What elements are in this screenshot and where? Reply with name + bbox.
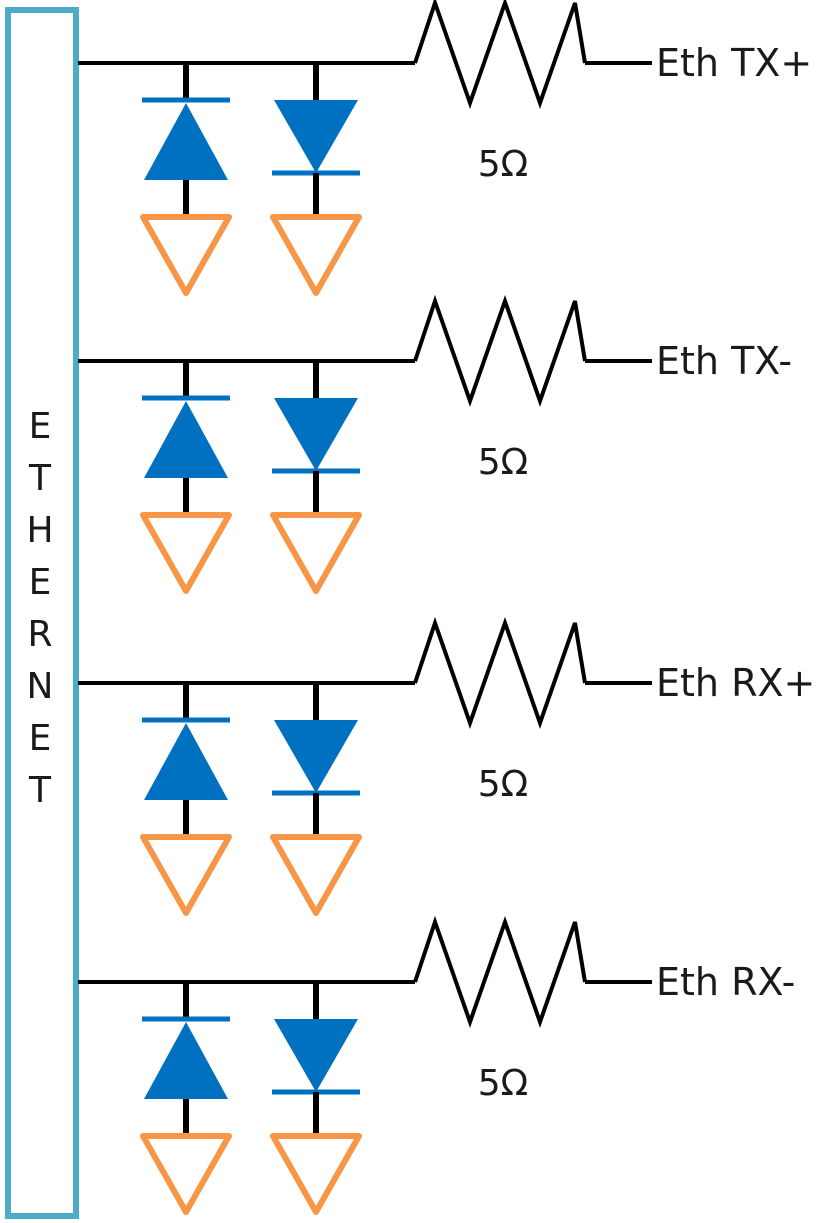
resistor-symbol (413, 294, 587, 408)
signal-label: Eth TX- (656, 339, 792, 383)
resistor-symbol (413, 915, 587, 1029)
diode-down-symbol (274, 398, 358, 471)
resistor-value: 5Ω (478, 764, 528, 805)
diode-up-symbol (144, 1022, 228, 1099)
ground-symbol (140, 512, 232, 594)
connector-letter: T (28, 458, 52, 499)
resistor-value: 5Ω (478, 442, 528, 483)
channels: Eth TX+ 5Ω Eth TX- 5Ω Eth RX+ 5Ω Eth RX- 5Ω (78, 0, 815, 1215)
ground-symbol (140, 214, 232, 296)
ground-symbol (140, 1133, 232, 1215)
ground-symbol (270, 214, 362, 296)
connector-letter: E (29, 718, 52, 759)
ground-symbol (140, 834, 232, 916)
connector-letter: H (26, 510, 53, 551)
resistor-value: 5Ω (478, 1063, 528, 1104)
diode-down-symbol (274, 1019, 358, 1092)
diode-up-symbol (144, 723, 228, 800)
diode-up-symbol (144, 401, 228, 478)
signal-label: Eth TX+ (656, 41, 812, 85)
ground-symbol (270, 1133, 362, 1215)
connector-letter: N (27, 666, 54, 707)
diode-up-symbol (144, 103, 228, 180)
connector-letter: E (29, 406, 52, 447)
connector-letter: T (28, 770, 52, 811)
ground-symbol (270, 512, 362, 594)
signal-label: Eth RX+ (656, 661, 815, 705)
diode-down-symbol (274, 100, 358, 173)
channel-group: Eth TX+ 5Ω (78, 0, 812, 296)
diode-down-symbol (274, 720, 358, 793)
resistor-symbol (413, 0, 587, 110)
ethernet-connector (5, 7, 79, 1219)
resistor-symbol (413, 616, 587, 730)
connector-letter: E (29, 562, 52, 603)
ground-symbol (270, 834, 362, 916)
channel-group: Eth RX- 5Ω (78, 915, 795, 1215)
channel-group: Eth TX- 5Ω (78, 294, 792, 594)
connector-letter: R (27, 614, 52, 655)
channel-group: Eth RX+ 5Ω (78, 616, 815, 916)
resistor-value: 5Ω (478, 144, 528, 185)
signal-label: Eth RX- (656, 960, 795, 1004)
